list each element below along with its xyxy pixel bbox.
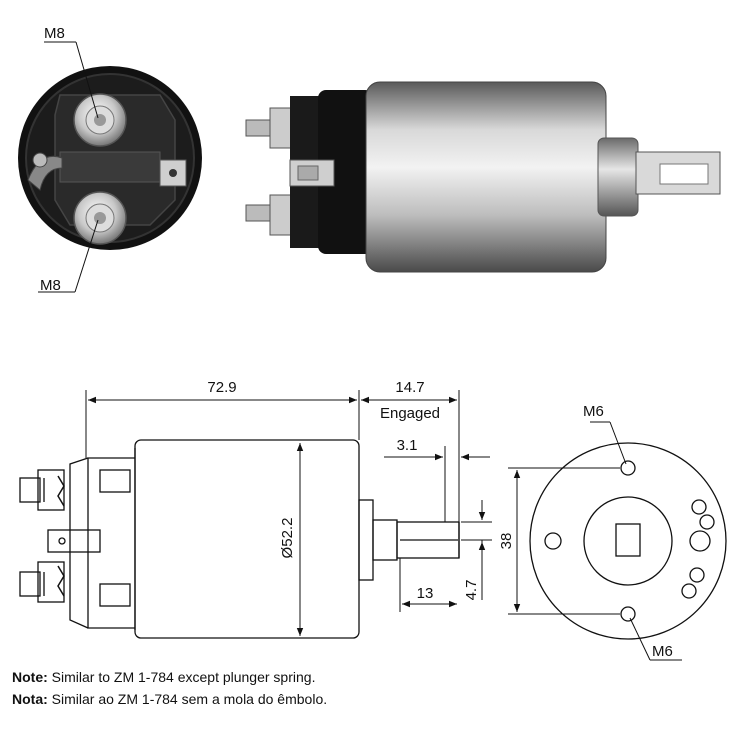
- note-portuguese-text: Similar ao ZM 1-784 sem a mola do êmbolo…: [47, 691, 328, 707]
- dim-plunger-width: 4.7: [463, 580, 480, 601]
- dim-engaged-travel: 14.7: [395, 379, 424, 396]
- label-bolt-bottom: M6: [652, 643, 673, 660]
- photo-label-bottom: M8: [40, 277, 61, 294]
- dim-bolt-spacing: 38: [498, 533, 515, 550]
- photo-label-top: M8: [44, 25, 65, 42]
- note-portuguese: Nota: Similar ao ZM 1-784 sem a mola do …: [12, 690, 327, 708]
- drawing-side-view: [19, 439, 460, 639]
- note-english-text: Similar to ZM 1-784 except plunger sprin…: [47, 669, 316, 685]
- front-dimension-lines: [508, 421, 682, 661]
- note-english: Note: Similar to ZM 1-784 except plunger…: [12, 668, 315, 686]
- photo-side-view: [245, 81, 721, 273]
- drawing-front-view: [529, 442, 727, 640]
- dim-diameter: Ø52.2: [279, 518, 296, 559]
- dim-engaged-label: Engaged: [380, 405, 440, 422]
- note-portuguese-label: Nota:: [12, 691, 48, 707]
- note-english-label: Note:: [12, 669, 48, 685]
- terminal-bottom: [73, 191, 127, 245]
- dim-plunger-length: 13: [417, 585, 434, 602]
- photo-end-view: M8 M8: [18, 25, 202, 294]
- label-bolt-top: M6: [583, 403, 604, 420]
- dimension-lines: [85, 390, 492, 636]
- terminal-top: [73, 93, 127, 147]
- dim-offset: 3.1: [397, 437, 418, 454]
- dim-length: 72.9: [207, 379, 236, 396]
